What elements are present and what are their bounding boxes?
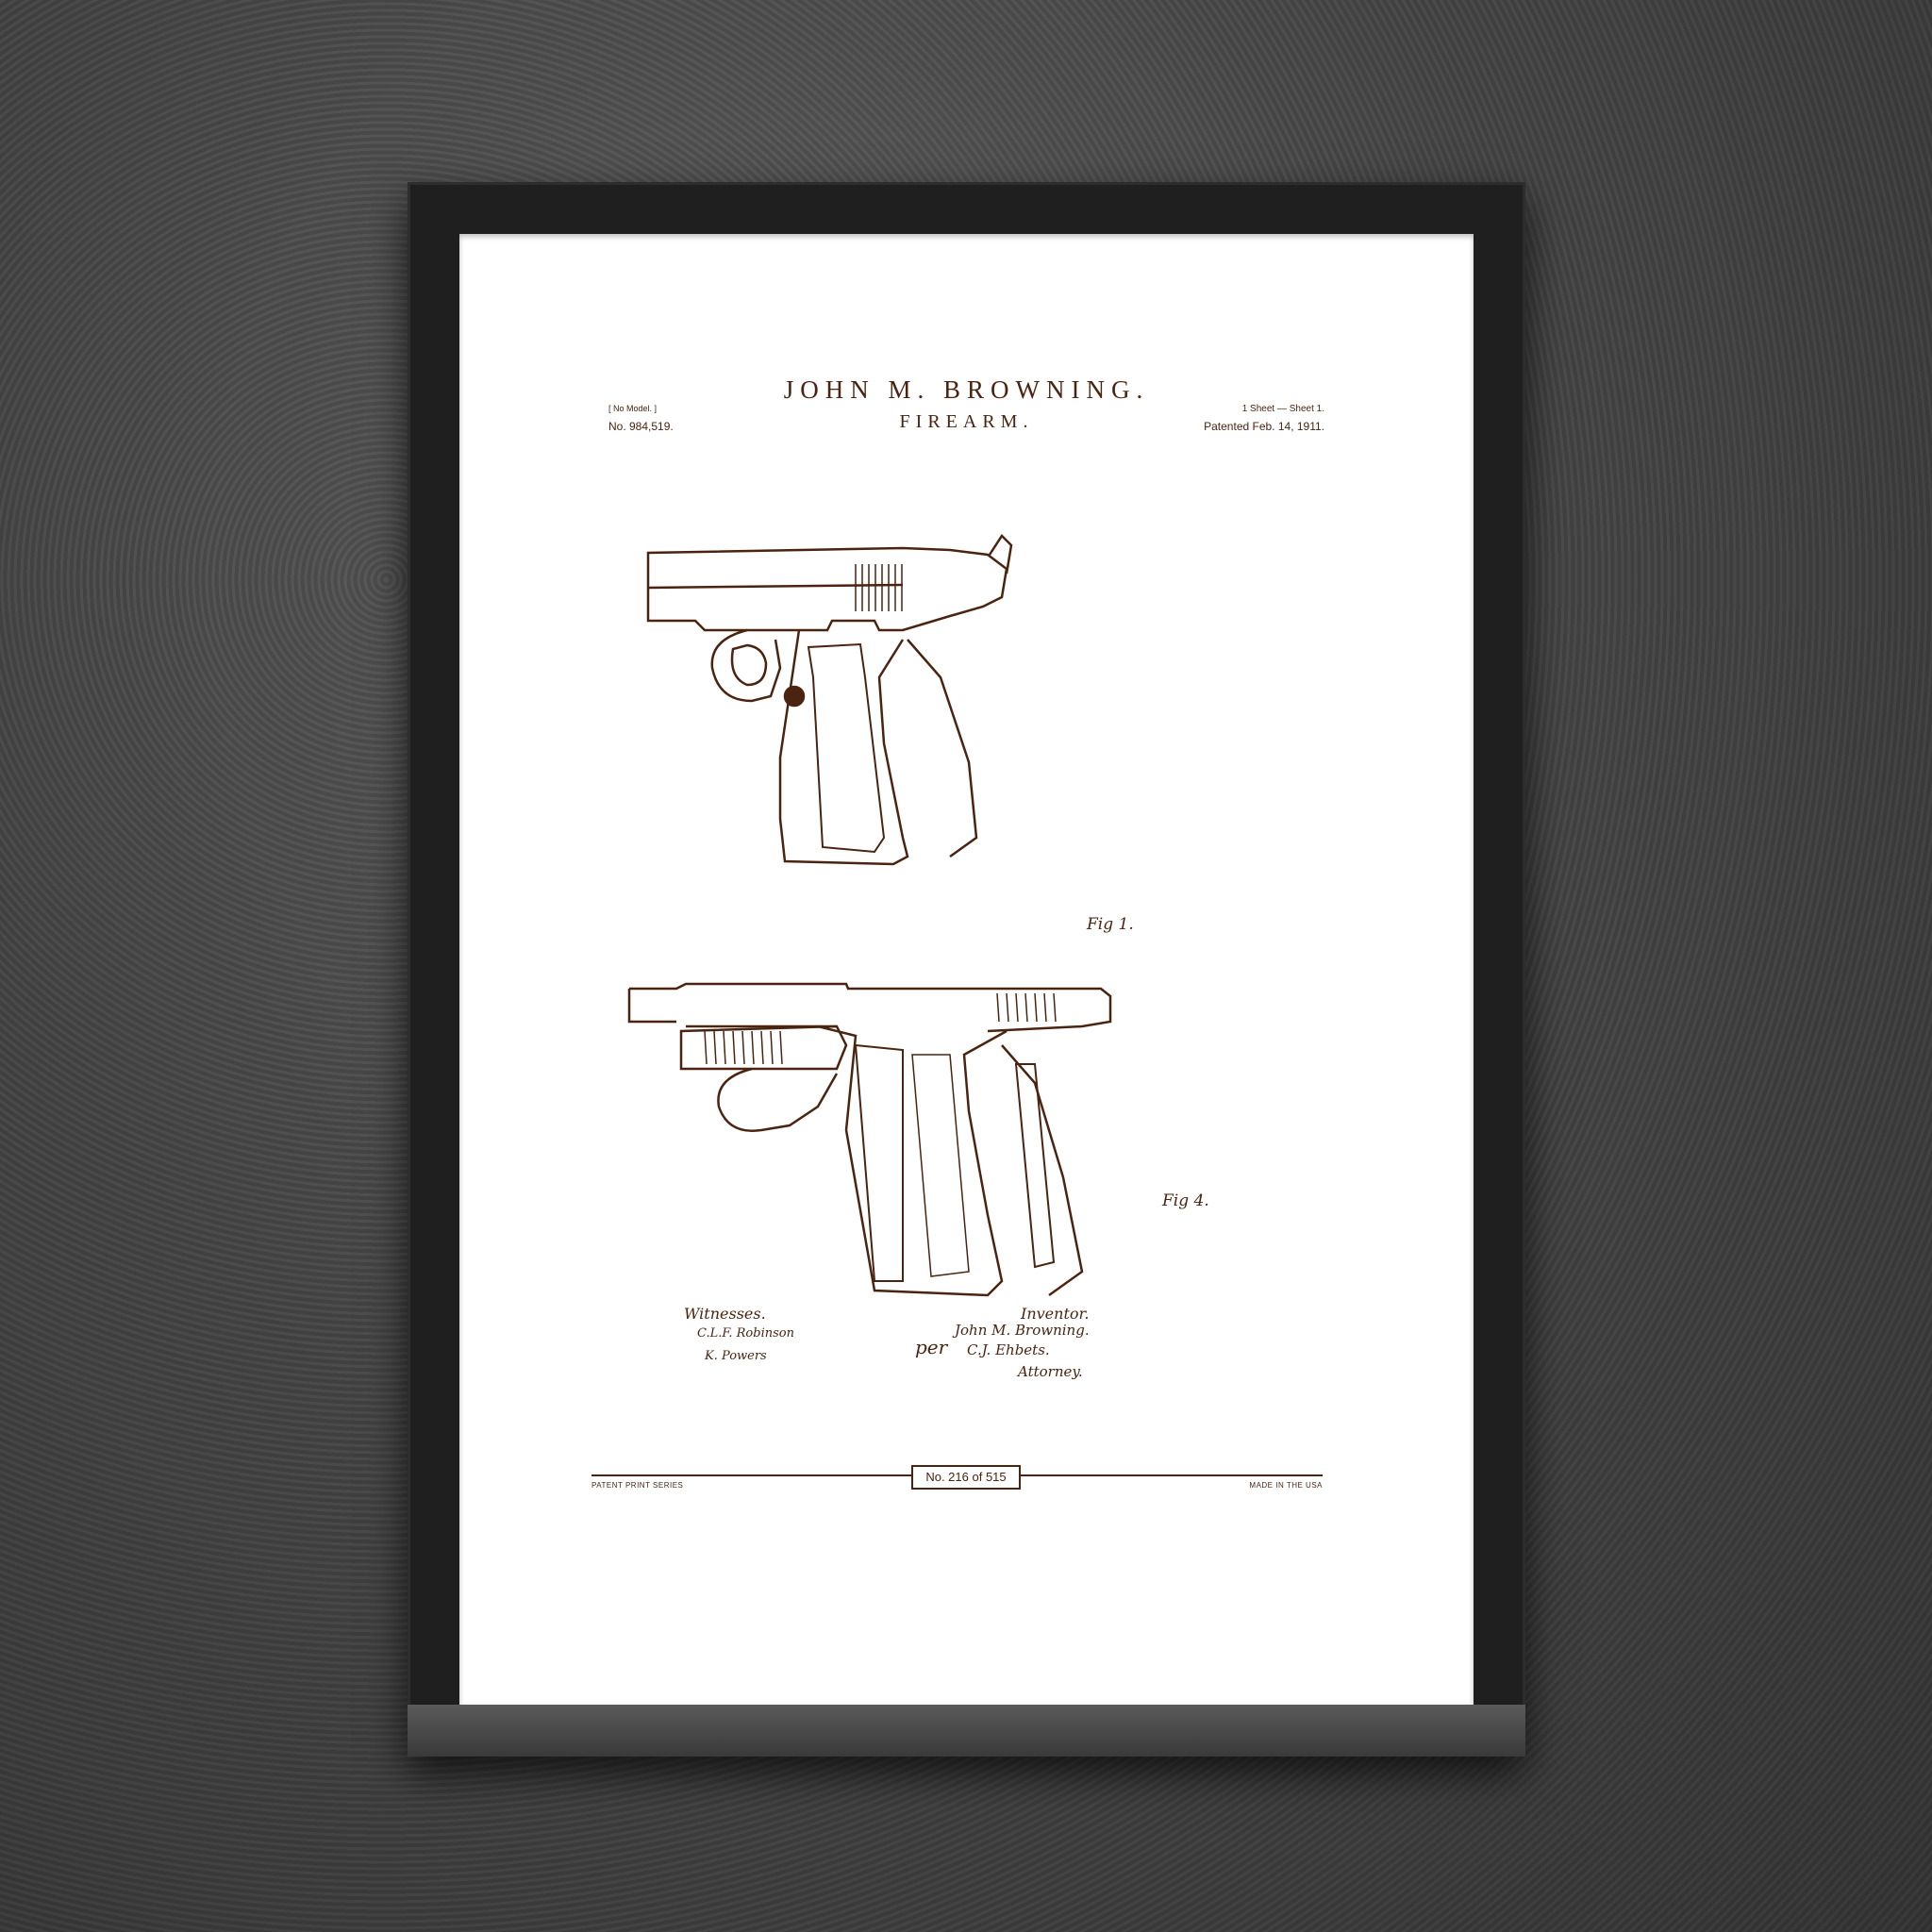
sheet-note: 1 Sheet — Sheet 1. <box>1241 404 1324 414</box>
print-subtitle: FIREARM. <box>899 411 1034 432</box>
witnesses-heading: Witnesses. <box>684 1305 766 1323</box>
attorney-label: Attorney. <box>1018 1363 1083 1380</box>
inventor-signature: John M. Browning. <box>955 1322 1090 1339</box>
inventor-heading: Inventor. <box>1021 1305 1090 1323</box>
edition-number-box: No. 216 of 515 <box>911 1465 1021 1490</box>
attorney-signature: C.J. Ehbets. <box>967 1341 1050 1358</box>
patent-date: Patented Feb. 14, 1911. <box>1204 420 1324 433</box>
pistol-drawings <box>627 534 1112 1297</box>
model-note: [ No Model. ] <box>608 404 658 413</box>
patent-number: No. 984,519. <box>608 420 674 433</box>
frame-bottom-edge <box>408 1705 1525 1757</box>
witness-signature: K. Powers <box>705 1349 767 1363</box>
fig1-pistol-side-view <box>646 534 1013 866</box>
fig1-label: Fig 1. <box>1087 915 1134 934</box>
print-title: JOHN M. BROWNING. <box>783 375 1150 404</box>
fig4-label: Fig 4. <box>1162 1191 1209 1210</box>
fig4-pistol-section-view <box>627 982 1112 1297</box>
patent-print: JOHN M. BROWNING. FIREARM. [ No Model. ]… <box>459 234 1474 1705</box>
origin-label: MADE IN THE USA <box>1249 1481 1323 1490</box>
per-label: per <box>915 1336 948 1358</box>
series-label: PATENT PRINT SERIES <box>591 1481 684 1490</box>
witness-signature: C.L.F. Robinson <box>697 1326 794 1341</box>
picture-frame: JOHN M. BROWNING. FIREARM. [ No Model. ]… <box>408 182 1525 1757</box>
